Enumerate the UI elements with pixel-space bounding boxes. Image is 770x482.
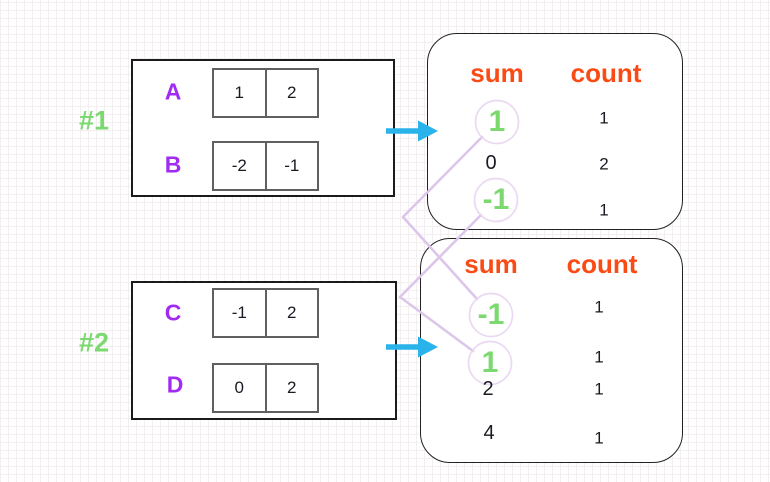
array-b-cell-0: -2 [231, 156, 247, 175]
array-a-label: A [164, 78, 182, 105]
array-c-cell-1: 2 [264, 290, 318, 336]
array-d-label: D [166, 371, 184, 398]
example2-count-value: 1 [594, 428, 604, 448]
array-a-cells[interactable]: 1 2 [212, 68, 319, 118]
example2-label[interactable]: #2 [78, 327, 110, 358]
example1-count-value: 1 [599, 200, 609, 220]
example2-count-value: 1 [594, 379, 604, 399]
example1-sum-value-circled: 1 [488, 105, 506, 138]
example1-label[interactable]: #1 [78, 105, 110, 136]
array-c-cell-0: -1 [231, 303, 247, 322]
array-d-cells[interactable]: 0 2 [212, 363, 319, 413]
example2-count-value: 1 [594, 297, 604, 317]
example2-count-header: count [566, 249, 638, 279]
array-d-cell-0: 0 [234, 378, 244, 397]
example1-count-value: 1 [599, 108, 609, 128]
example2-sum-value-circled: 1 [481, 346, 499, 379]
example2-sum-value: 2 [482, 378, 494, 400]
array-a-cell-1: 2 [264, 70, 318, 116]
example1-sum-value-circled: -1 [482, 183, 510, 216]
example1-sum-header: sum [470, 58, 524, 88]
array-b-cells[interactable]: -2 -1 [212, 141, 319, 191]
array-c-label: C [164, 299, 182, 326]
example2-count-value: 1 [594, 347, 604, 367]
array-c-cells[interactable]: -1 2 [212, 288, 319, 338]
example2-result-box[interactable] [420, 238, 683, 463]
example1-sum-value: 0 [485, 152, 497, 174]
array-d-cell-1: 2 [264, 365, 318, 411]
array-b-cell-1: -1 [264, 143, 318, 189]
array-b-label: B [164, 151, 182, 178]
example2-sum-header: sum [464, 249, 518, 279]
example2-sum-value: 4 [483, 422, 495, 444]
example1-count-value: 2 [599, 154, 609, 174]
example1-count-header: count [570, 58, 642, 88]
example1-result-box[interactable] [427, 33, 683, 230]
example2-sum-value-circled: -1 [477, 298, 505, 331]
array-a-cell-0: 1 [234, 83, 244, 102]
